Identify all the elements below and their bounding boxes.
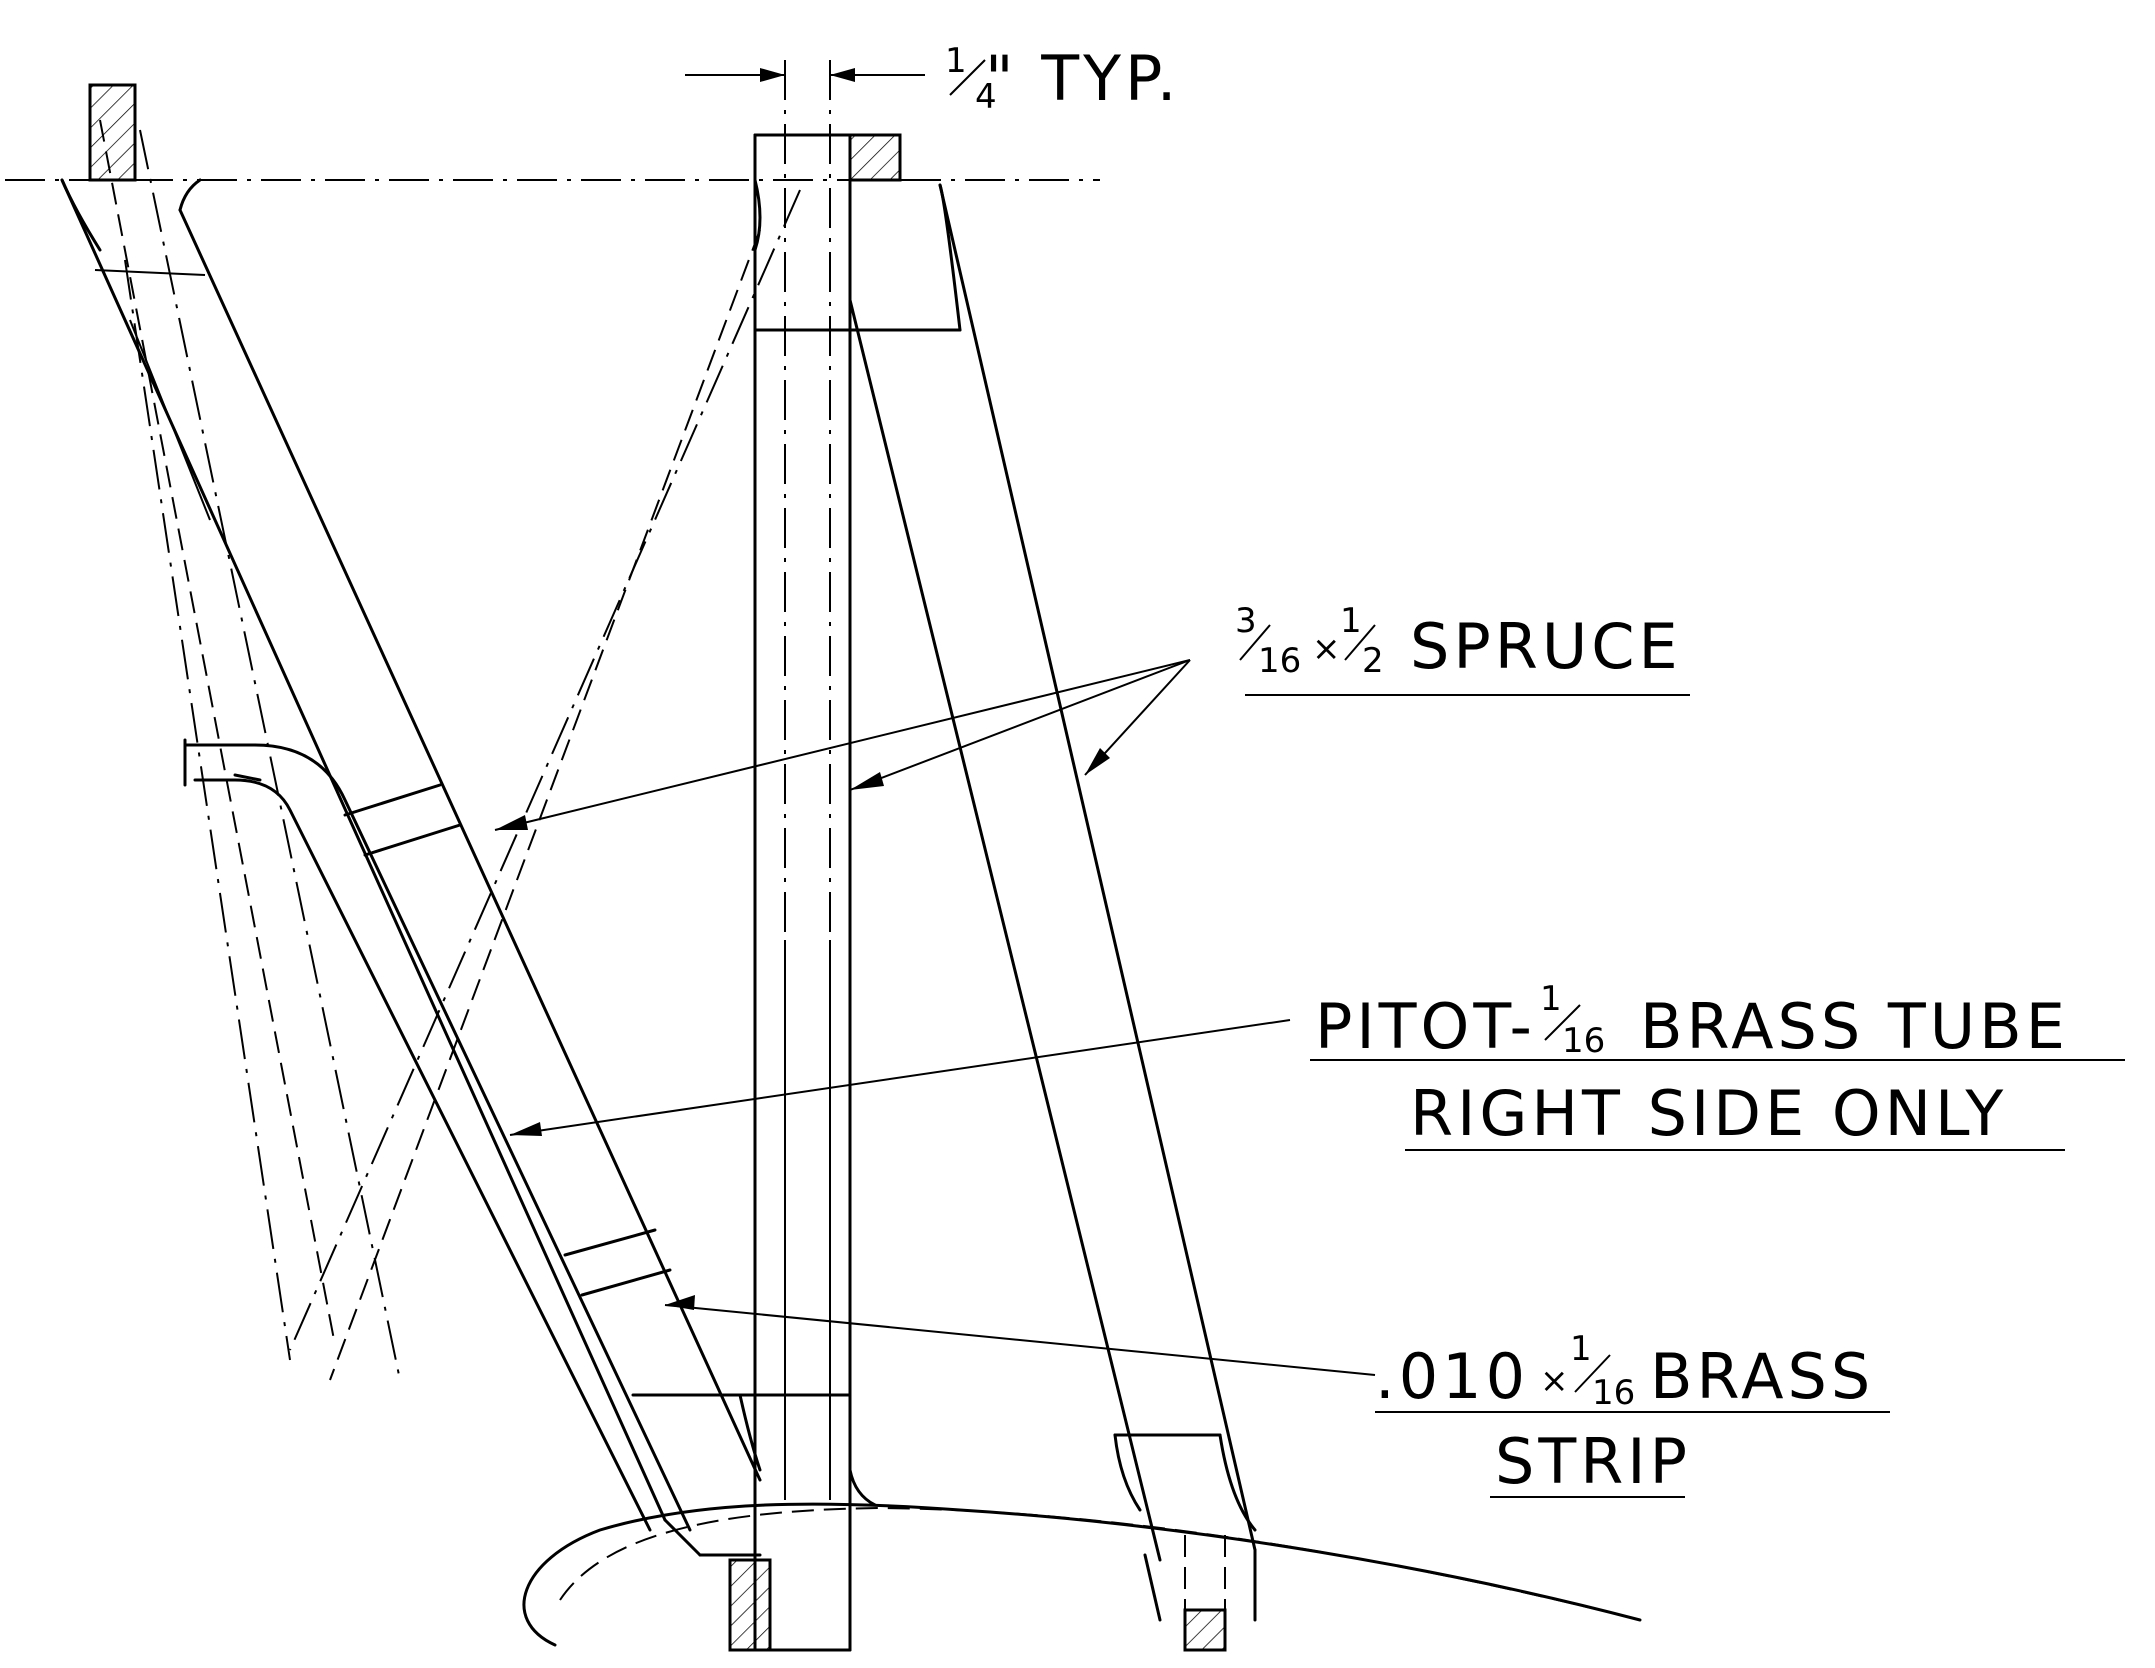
pitot-bar [1544,1004,1581,1041]
typ-num: 1 [945,41,967,81]
spruce-leaders [494,659,1191,831]
spruce-b-bar [1344,624,1376,661]
pitot-num: 1 [1540,979,1562,1019]
dimension-typ [685,68,925,82]
strip-label: STRIP [1495,1425,1691,1498]
fuselage-curve-dashed [559,1506,1601,1611]
right-bottom-block [1183,1608,1227,1652]
spruce-label: SPRUCE [1410,610,1682,683]
brass-num: 1 [1570,1329,1592,1369]
brass-x: × [1540,1361,1569,1401]
brass-den: 16 [1592,1373,1635,1413]
left-strut [60,178,762,1557]
left-construction-1 [139,129,401,1381]
left-construction-3 [124,259,291,1361]
typ-den: 4 [975,77,997,117]
left-construction-2 [99,119,336,1346]
brass-tail: BRASS [1650,1340,1874,1413]
pitot-head: PITOT- [1315,990,1536,1063]
center-strut [753,60,962,1652]
left-construction-4 [289,189,801,1351]
spruce-b-den: 2 [1362,641,1384,681]
center-bottom-block [728,1558,772,1652]
spruce-b-num: 1 [1340,601,1362,641]
brass-head: .010 [1375,1340,1529,1413]
spruce-a-num: 3 [1235,601,1257,641]
center-top-block [848,133,902,182]
spruce-a-den: 16 [1258,641,1301,681]
right-strut [848,183,1257,1622]
left-top-block [88,83,137,182]
spruce-x: × [1312,629,1341,669]
spruce-a-bar [1239,624,1271,661]
brass-leader [664,1295,1376,1376]
typ-frac-bar [949,59,986,96]
left-construction-5 [329,229,761,1381]
typ-label: " TYP. [985,42,1180,115]
fuselage-curve [522,1502,1642,1647]
pitot-den: 16 [1562,1021,1605,1061]
right-side-label: RIGHT SIDE ONLY [1410,1077,2007,1150]
brass-bar [1574,1354,1611,1393]
pitot-leader [509,1019,1291,1136]
pitot-tail: BRASS TUBE [1640,990,2069,1063]
